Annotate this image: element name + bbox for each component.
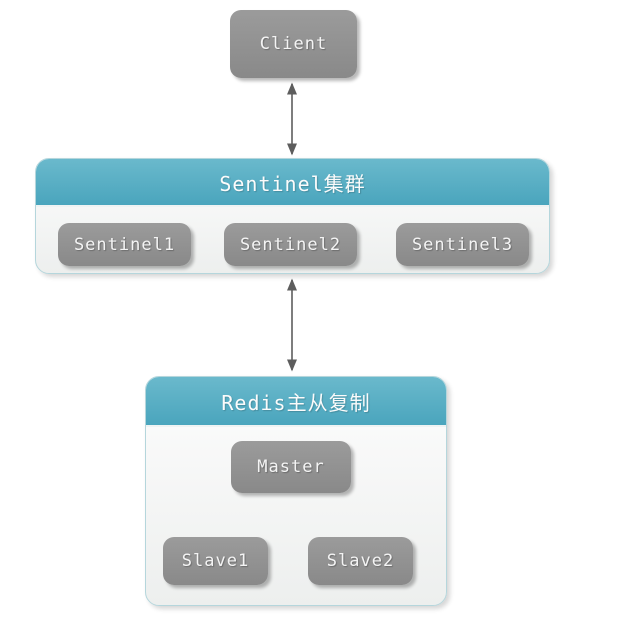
- group-redis-replication-title: Redis主从复制: [146, 377, 446, 427]
- group-sentinel-cluster-title: Sentinel集群: [36, 159, 549, 207]
- node-client: Client: [230, 10, 357, 78]
- node-sentinel1: Sentinel1: [58, 223, 191, 266]
- group-sentinel-cluster: Sentinel集群 Sentinel1 Sentinel2 Sentinel3: [35, 158, 550, 274]
- node-master: Master: [231, 441, 351, 493]
- group-redis-replication: Redis主从复制 Master Slave1 Slave2: [145, 376, 447, 606]
- node-slave2: Slave2: [308, 537, 413, 585]
- node-sentinel2: Sentinel2: [224, 223, 357, 266]
- node-slave1: Slave1: [163, 537, 268, 585]
- node-sentinel3: Sentinel3: [396, 223, 529, 266]
